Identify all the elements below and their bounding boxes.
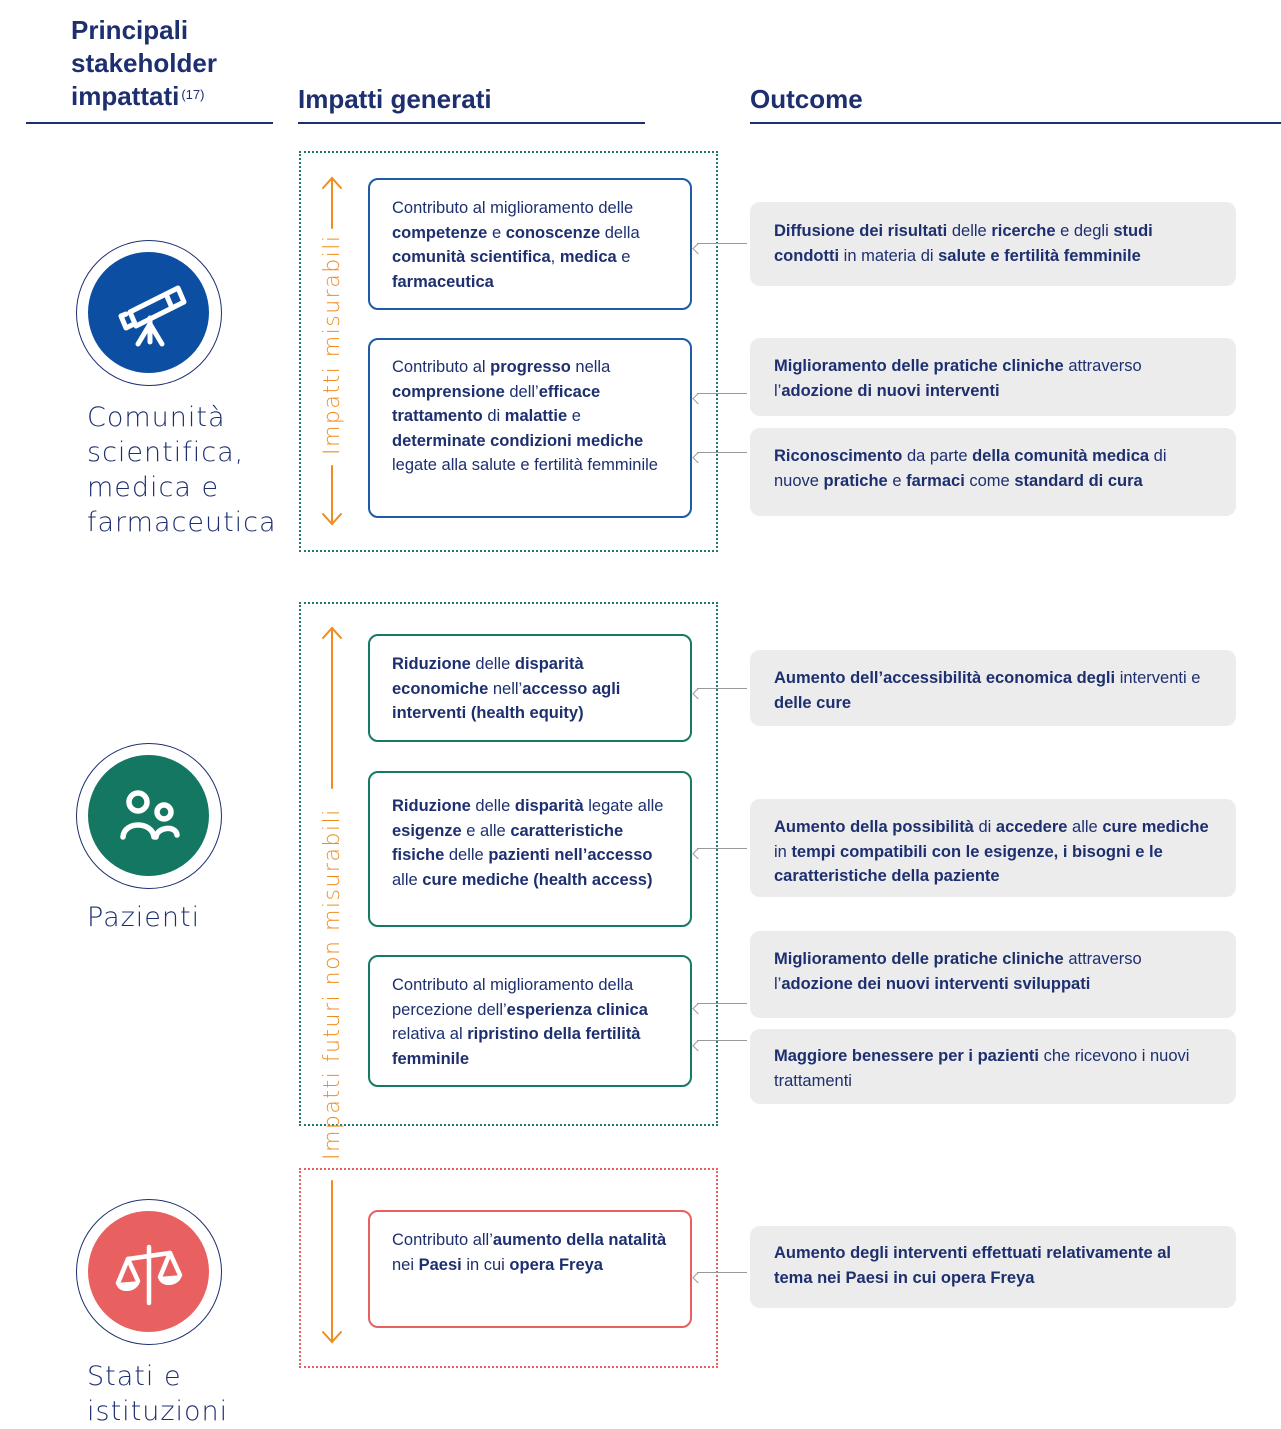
outcome-box: Aumento della possibilità di accedere al… xyxy=(750,799,1236,897)
future-label: Impatti futuri non misurabili xyxy=(320,808,345,1160)
outcome-box: Miglioramento delle pratiche cliniche at… xyxy=(750,931,1236,1018)
outcome-box: Aumento dell’accessibilità economica deg… xyxy=(750,650,1236,726)
stakeholder-name: Comunità scientifica, medica e farmaceut… xyxy=(87,400,277,540)
stakeholders-header-line: impattati(17) xyxy=(71,80,217,113)
scales-icon xyxy=(115,1244,183,1306)
stakeholders-rule xyxy=(26,122,273,124)
outcome-box: Maggiore benessere per i pazienti che ri… xyxy=(750,1029,1236,1104)
stakeholder-name-line: Stati e xyxy=(87,1361,182,1392)
outcome-box: Miglioramento delle pratiche cliniche at… xyxy=(750,338,1236,416)
stakeholder-icon-ring xyxy=(76,1199,222,1345)
outcome-text: Miglioramento delle pratiche cliniche at… xyxy=(774,950,1142,993)
outcome-rule xyxy=(750,122,1281,124)
stakeholder-icon-disc xyxy=(88,1211,209,1332)
measurable-label: Impatti misurabili xyxy=(320,234,345,456)
connector-arrow xyxy=(697,1040,747,1041)
outcome-header: Outcome xyxy=(750,84,863,114)
footnote-ref: (17) xyxy=(181,87,205,102)
stakeholder-name-line: scientifica, xyxy=(87,437,245,468)
outcome-text: Riconoscimento da parte della comunità m… xyxy=(774,447,1167,490)
connector-arrow xyxy=(697,452,747,453)
telescope-icon xyxy=(118,285,187,347)
stakeholder-name-line: medica e xyxy=(87,472,220,503)
impact-group-future xyxy=(299,602,718,1126)
impact-text: Riduzione delle disparità legate alle es… xyxy=(392,797,664,889)
connector-arrow xyxy=(697,1003,747,1004)
impact-text: Contributo al miglioramento della percez… xyxy=(392,976,648,1068)
outcome-text: Aumento dell’accessibilità economica deg… xyxy=(774,669,1201,712)
impact-text: Contributo al progresso nella comprensio… xyxy=(392,358,658,474)
outcome-box: Riconoscimento da parte della comunità m… xyxy=(750,428,1236,516)
stakeholder-icon-disc xyxy=(88,755,209,876)
connector-arrow xyxy=(697,393,747,394)
impact-group-measurable xyxy=(299,151,718,552)
impact-box: Riduzione delle disparità legate alle es… xyxy=(368,771,692,927)
stakeholders-header-text: impattati xyxy=(71,81,180,111)
outcome-box: Aumento degli interventi effettuati rela… xyxy=(750,1226,1236,1308)
stakeholder-name-line: istituzioni xyxy=(87,1396,229,1427)
outcome-text: Aumento della possibilità di accedere al… xyxy=(774,818,1209,885)
connector-arrow xyxy=(697,1272,747,1273)
stakeholders-header-line: stakeholder xyxy=(71,48,217,78)
connector-arrow xyxy=(697,688,747,689)
stakeholder-icon-ring xyxy=(76,240,222,386)
outcome-text: Miglioramento delle pratiche cliniche at… xyxy=(774,357,1142,400)
outcome-text: Aumento degli interventi effettuati rela… xyxy=(774,1244,1171,1287)
impact-box: Contributo al miglioramento della percez… xyxy=(368,955,692,1087)
impact-group-institutions xyxy=(299,1168,718,1368)
impacts-header: Impatti generati xyxy=(298,84,492,114)
stakeholder-icon-disc xyxy=(88,252,209,373)
impact-text: Riduzione delle disparità economiche nel… xyxy=(392,655,621,722)
stakeholder-name: Stati e istituzioni xyxy=(87,1359,228,1429)
future-arrow xyxy=(322,626,342,1344)
measurable-arrow xyxy=(322,176,342,526)
connector-arrow xyxy=(697,848,747,849)
impact-box: Contributo al miglioramento delle compet… xyxy=(368,178,692,310)
outcome-box: Diffusione dei risultati delle ricerche … xyxy=(750,202,1236,286)
impacts-rule xyxy=(298,122,645,124)
impact-text: Contributo all’aumento della natalità ne… xyxy=(392,1231,667,1274)
outcome-text: Diffusione dei risultati delle ricerche … xyxy=(774,222,1153,265)
stakeholder-name-line: Pazienti xyxy=(87,902,201,933)
stakeholder-name: Pazienti xyxy=(87,900,200,935)
stakeholders-header-line: Principali xyxy=(71,15,189,45)
outcome-text: Maggiore benessere per i pazienti che ri… xyxy=(774,1047,1190,1090)
impact-box: Contributo al progresso nella comprensio… xyxy=(368,338,692,518)
impact-box: Riduzione delle disparità economiche nel… xyxy=(368,634,692,742)
impact-text: Contributo al miglioramento delle compet… xyxy=(392,199,640,291)
stakeholder-name-line: farmaceutica xyxy=(87,507,277,538)
people-icon xyxy=(120,790,180,840)
stakeholder-icon-ring xyxy=(76,743,222,889)
stakeholder-name-line: Comunità xyxy=(87,402,226,433)
stakeholders-header: Principali stakeholder impattati(17) xyxy=(71,14,217,113)
impact-box: Contributo all’aumento della natalità ne… xyxy=(368,1210,692,1328)
connector-arrow xyxy=(697,243,747,244)
